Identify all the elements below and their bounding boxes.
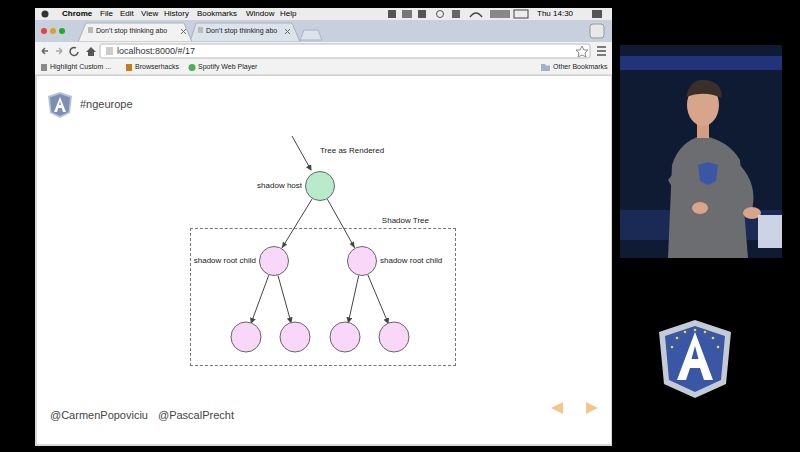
node-label: shadow host (257, 181, 302, 191)
handle-label: @CarmenPopoviciu (50, 409, 148, 422)
url-text: localhost:8000/#/17 (117, 46, 195, 57)
region-title: Shadow Tree (382, 216, 429, 226)
hashtag-label: #ngeurope (80, 98, 133, 111)
circle-outline (305, 171, 335, 201)
tree-connector (327, 199, 354, 248)
arrow-head (282, 242, 287, 248)
shadow-root-child-circle: shadow root child (259, 246, 289, 276)
circle-outline (259, 246, 289, 276)
bookmark-label: Spotify Web Player (198, 63, 257, 71)
bookmark-label: Other Bookmarks (553, 63, 607, 71)
bookmark-label: Browserhacks (135, 63, 179, 71)
menu-item: History (164, 9, 189, 19)
shadow-host-circle: shadow host (305, 171, 335, 201)
tab-title: Don’t stop thinking abo (96, 27, 167, 35)
menu-item: Edit (120, 9, 134, 19)
tree-connector (282, 199, 312, 248)
menu-item: Window (246, 9, 274, 19)
menu-item: File (100, 9, 113, 19)
clock-label: Thu 14:30 (537, 9, 573, 19)
menu-item: View (141, 9, 158, 19)
circle-shape (260, 247, 289, 276)
menu-item: Chrome (62, 9, 92, 19)
tab-title: Don’t stop thinking abo (206, 27, 277, 35)
shadow-tree-region: Shadow Treeshadow root childshadow root … (190, 228, 456, 366)
handle-label: @PascalPrecht (158, 409, 234, 422)
node-label: shadow root child (380, 256, 442, 266)
node-label: shadow root child (194, 256, 256, 266)
tree-caption: Tree as Rendered (320, 146, 384, 156)
connector-line (282, 199, 312, 248)
bookmark-label: Highlight Custom ... (50, 63, 111, 71)
menu-item: Help (280, 9, 296, 19)
menu-item: Bookmarks (197, 9, 237, 19)
circle-shape (306, 172, 335, 201)
circle-shape (348, 247, 377, 276)
connector-line (327, 199, 354, 248)
arrow-head (350, 241, 355, 247)
shadow-root-child-circle: shadow root child (347, 246, 377, 276)
circle-outline (347, 246, 377, 276)
